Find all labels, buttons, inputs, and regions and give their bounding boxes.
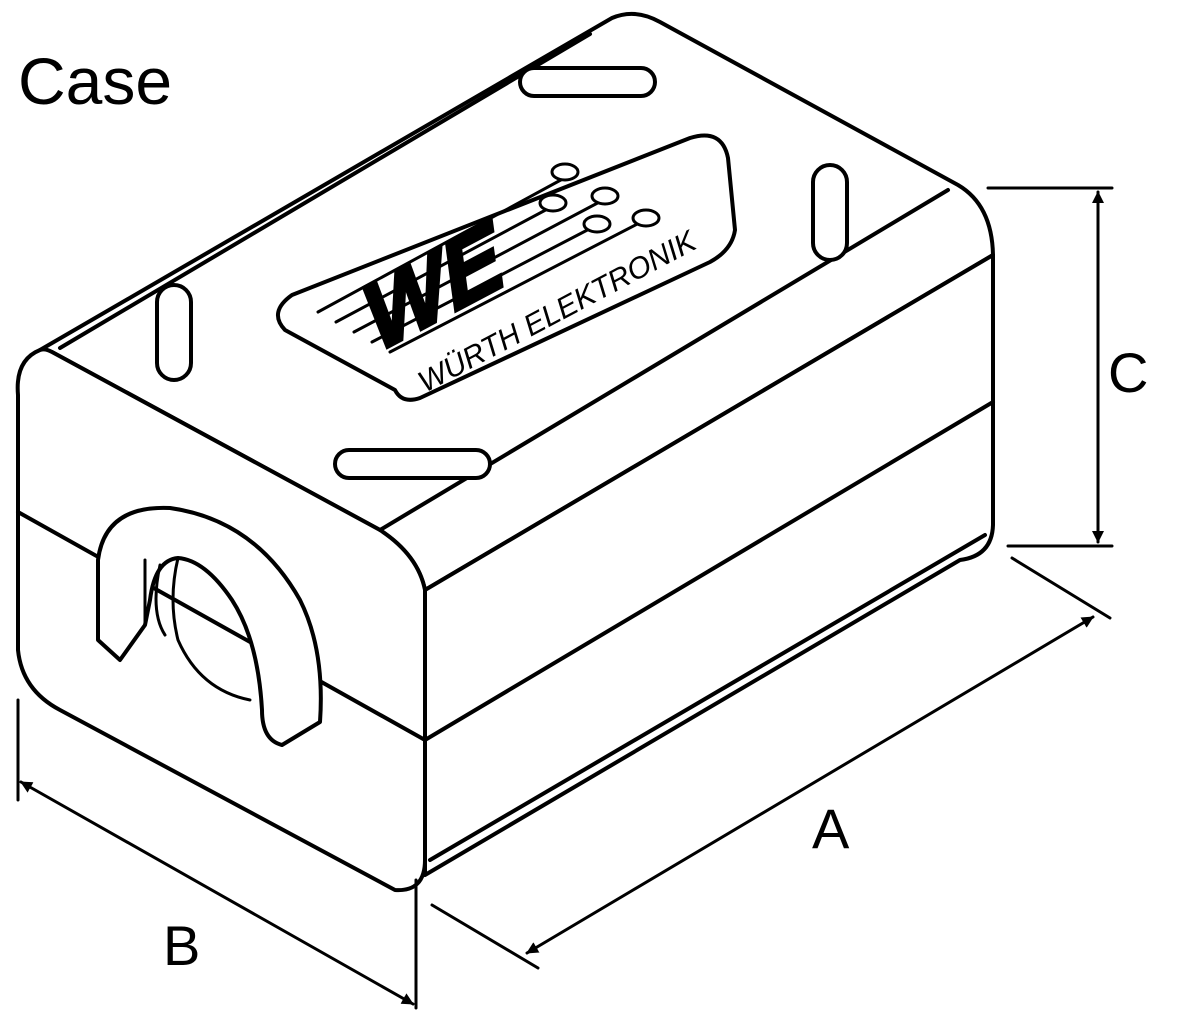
slot-top-left xyxy=(155,283,193,382)
dimension-b: B xyxy=(16,698,418,1010)
case-body xyxy=(15,11,995,893)
drawing-title: Case xyxy=(18,44,172,118)
top-slots xyxy=(155,66,849,480)
dimension-a-label: A xyxy=(812,797,850,860)
dimension-a: A xyxy=(430,556,1112,970)
cable-clip-outer xyxy=(96,505,323,747)
cable-opening xyxy=(96,505,323,747)
logo-plate-outline xyxy=(276,133,737,402)
top-front-edge xyxy=(58,32,592,350)
dimension-b-line xyxy=(19,780,415,1006)
slot-top-right xyxy=(811,163,849,262)
housing-seam-side xyxy=(423,400,995,742)
slot-top-front xyxy=(333,448,492,480)
dimension-c: C xyxy=(986,186,1148,548)
dimension-c-label: C xyxy=(1108,341,1148,404)
dimension-b-label: B xyxy=(163,914,200,977)
housing-seam-front xyxy=(16,510,427,742)
dimension-a-line xyxy=(525,615,1095,955)
slot-top-back xyxy=(518,66,657,98)
